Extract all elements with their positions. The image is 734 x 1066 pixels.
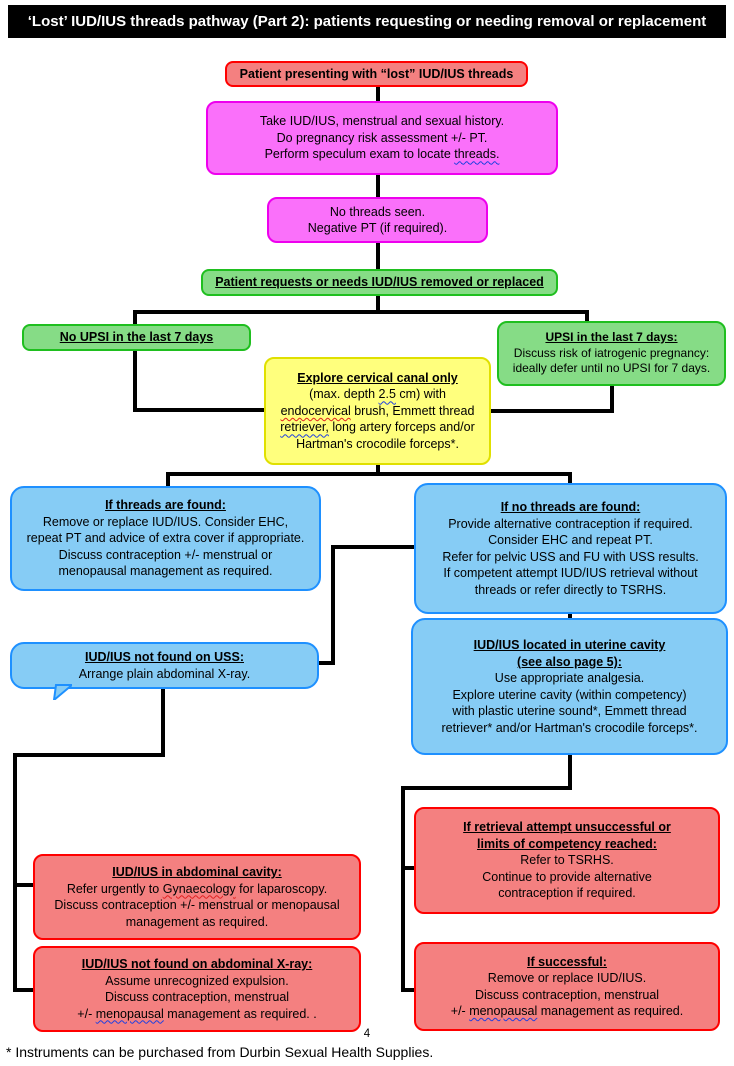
box-no-threads-found: If no threads are found: Provide alterna… <box>414 483 727 614</box>
box-title: No UPSI in the last 7 days <box>59 330 214 345</box>
box-explore-cervical-canal: Explore cervical canal only (max. depth … <box>264 357 491 465</box>
connector <box>401 786 405 992</box>
connector <box>13 753 17 992</box>
callout-tail <box>52 684 72 700</box>
box-title: IUD/IUS located in uterine cavity(see al… <box>473 638 666 669</box>
box-located-in-uterine-cavity: IUD/IUS located in uterine cavity(see al… <box>411 618 728 755</box>
connector <box>166 472 170 488</box>
connector <box>568 610 572 620</box>
box-body: No threads seen.Negative PT (if required… <box>307 204 448 236</box>
box-not-found-on-uss: IUD/IUS not found on USS: Arrange plain … <box>10 642 319 689</box>
box-body: Remove or replace IUD/IUS.Discuss contra… <box>450 971 684 1018</box>
box-body: Provide alternative contraception if req… <box>442 516 699 597</box>
connector <box>376 243 380 271</box>
connector <box>133 310 137 412</box>
box-abdominal-cavity: IUD/IUS in abdominal cavity: Refer urgen… <box>33 854 361 940</box>
page-title: ‘Lost’ IUD/IUS threads pathway (Part 2):… <box>8 5 726 38</box>
connector <box>133 310 589 314</box>
box-title: Explore cervical canal only <box>297 370 458 385</box>
box-body: Arrange plain abdominal X-ray. <box>78 666 251 681</box>
box-title: IUD/IUS in abdominal cavity: <box>112 865 282 879</box>
box-body: Assume unrecognized expulsion.Discuss co… <box>77 973 317 1021</box>
connector <box>610 385 614 413</box>
box-body: Remove or replace IUD/IUS. Consider EHC,… <box>26 514 305 579</box>
connector <box>376 296 380 314</box>
box-body: Use appropriate analgesia.Explore uterin… <box>441 671 698 735</box>
page-number: 4 <box>363 1028 371 1040</box>
connector <box>568 753 572 788</box>
connector <box>13 988 35 992</box>
box-no-upsi: No UPSI in the last 7 days <box>22 324 251 351</box>
connector <box>13 753 165 757</box>
footnote: * Instruments can be purchased from Durb… <box>6 1044 434 1060</box>
connector <box>13 883 35 887</box>
box-threads-found: If threads are found: Remove or replace … <box>10 486 321 591</box>
connector <box>401 866 417 870</box>
connector <box>376 464 380 476</box>
box-title: UPSI in the last 7 days: <box>545 329 678 344</box>
connector <box>401 988 417 992</box>
box-body: Refer to TSRHS.Continue to provide alter… <box>482 853 652 901</box>
connector <box>331 545 335 665</box>
connector <box>331 545 416 549</box>
box-title: IUD/IUS not found on USS: <box>84 650 244 664</box>
box-patient-requests: Patient requests or needs IUD/IUS remove… <box>201 269 558 296</box>
connector <box>585 310 589 324</box>
connector <box>568 472 572 486</box>
box-body: Refer urgently to Gynaecology for laparo… <box>54 881 340 929</box>
box-upsi: UPSI in the last 7 days: Discuss risk of… <box>497 321 726 386</box>
box-body: Take IUD/IUS, menstrual and sexual histo… <box>259 114 505 162</box>
connector <box>161 688 165 757</box>
connector <box>166 472 572 476</box>
connector <box>489 409 614 413</box>
connector <box>133 408 268 412</box>
box-history-assessment: Take IUD/IUS, menstrual and sexual histo… <box>206 101 558 175</box>
box-no-threads-seen: No threads seen.Negative PT (if required… <box>267 197 488 243</box>
box-title: If successful: <box>527 954 607 969</box>
box-body: Discuss risk of iatrogenic pregnancy:ide… <box>512 345 711 376</box>
box-title: Patient presenting with “lost” IUD/IUS t… <box>239 66 514 81</box>
box-title: If threads are found: <box>105 498 226 513</box>
box-patient-presenting: Patient presenting with “lost” IUD/IUS t… <box>225 61 528 87</box>
box-successful: If successful: Remove or replace IUD/IUS… <box>414 942 720 1031</box>
box-not-found-on-xray: IUD/IUS not found on abdominal X-ray: As… <box>33 946 361 1032</box>
connector <box>376 175 380 199</box>
box-title: Patient requests or needs IUD/IUS remove… <box>215 275 544 290</box>
connector <box>317 661 335 665</box>
box-title: IUD/IUS not found on abdominal X-ray: <box>81 957 313 971</box>
box-title: If no threads are found: <box>500 500 641 514</box>
connector <box>401 786 572 790</box>
connector <box>376 87 380 103</box>
